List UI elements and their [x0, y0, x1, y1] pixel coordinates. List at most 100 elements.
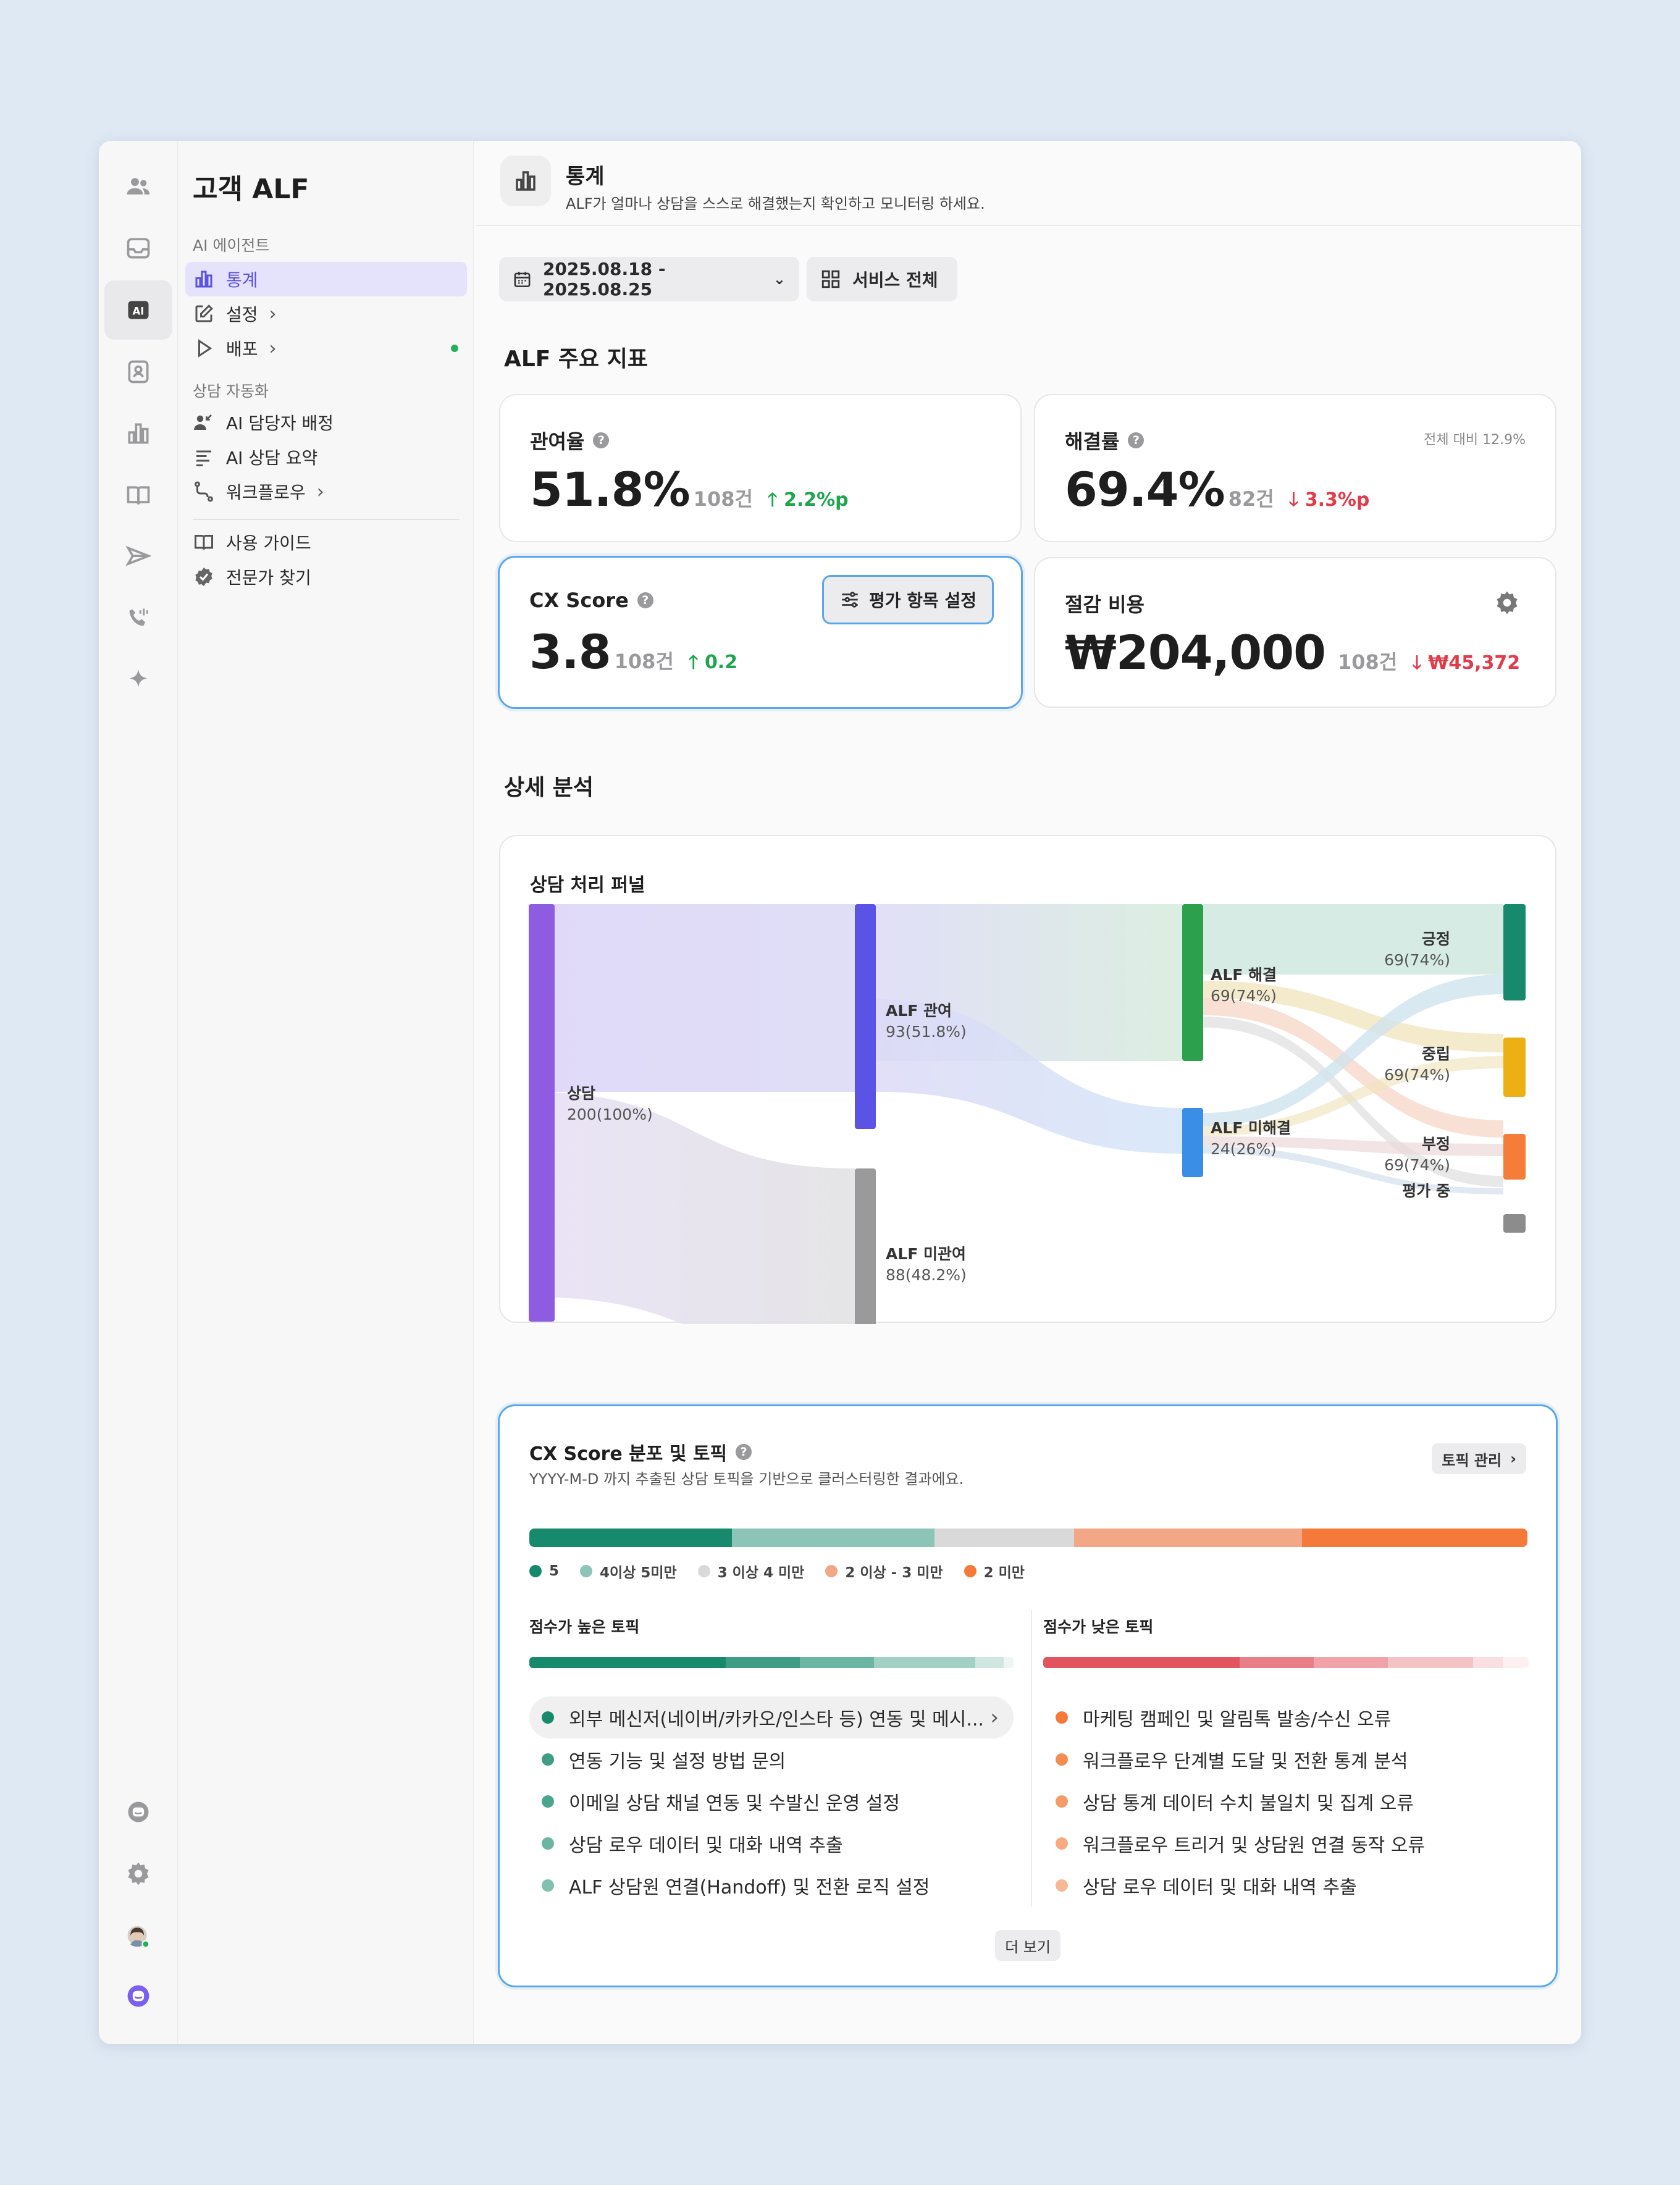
- play-icon: [198, 339, 212, 358]
- cx-dist-subtitle: YYYY-M-D 까지 추출된 상담 토픽을 기반으로 클러스터링한 결과에요.: [529, 1470, 964, 1488]
- settings-nav-icon[interactable]: [104, 1844, 172, 1903]
- contacts-nav-icon[interactable]: [104, 342, 172, 401]
- detail-section-title: 상세 분석: [504, 775, 594, 800]
- customers-nav-icon[interactable]: [104, 157, 172, 216]
- kpi-card-resolution: 해결률? 전체 대비 12.9% 69.4%82건🡓 3.3%p: [1034, 394, 1556, 542]
- distribution-segment: [529, 1529, 733, 1547]
- topic-item[interactable]: 워크플로우 단계별 도달 및 전환 통계 분석: [1043, 1738, 1529, 1780]
- topic-label: 상담 통계 데이터 수치 불일치 및 집계 오류: [1083, 1793, 1414, 1814]
- topic-dot: [542, 1753, 554, 1766]
- more-button[interactable]: 더 보기: [995, 1930, 1060, 1961]
- sliders-icon: [842, 592, 858, 608]
- person-assign-icon: [194, 414, 212, 430]
- topic-item[interactable]: 외부 메신저(네이버/카카오/인스타 등) 연동 및 메시...›: [529, 1696, 1014, 1738]
- sidebar-item-guide[interactable]: 사용 가이드: [185, 525, 467, 560]
- node-bar-negative: [1503, 1134, 1526, 1180]
- sidebar-item-settings[interactable]: 설정 ›: [185, 296, 467, 331]
- help-icon[interactable]: ?: [736, 1444, 752, 1460]
- sidebar-item-expert[interactable]: 전문가 찾기: [185, 560, 467, 594]
- service-filter-label: 서비스 전체: [852, 270, 938, 290]
- legend-label: 5: [549, 1563, 560, 1579]
- topic-label: ALF 상담원 연결(Handoff) 및 전환 로직 설정: [569, 1877, 930, 1898]
- send-nav-icon[interactable]: [104, 527, 172, 587]
- service-filter-button[interactable]: 서비스 전체: [807, 257, 957, 301]
- help-icon[interactable]: ?: [637, 592, 653, 608]
- app-window: AI 고객 ALF: [99, 141, 1581, 2044]
- kpi-label: 해결률?: [1065, 426, 1144, 455]
- chat-nav-icon[interactable]: [104, 1782, 172, 1842]
- topic-item[interactable]: 이메일 상담 채널 연동 및 수발신 운영 설정: [529, 1780, 1014, 1822]
- kpi-count: 82건: [1228, 487, 1274, 511]
- low-topics-title: 점수가 낮은 토픽: [1043, 1618, 1154, 1636]
- column-divider: [1031, 1610, 1032, 1906]
- avatar[interactable]: [104, 1907, 172, 1966]
- topic-label: 워크플로우 단계별 도달 및 전환 통계 분석: [1083, 1751, 1408, 1772]
- calendar-icon: [514, 272, 531, 287]
- help-icon[interactable]: ?: [593, 432, 610, 448]
- sidebar-item-ai-summary[interactable]: AI 상담 요약: [185, 440, 467, 474]
- topic-item[interactable]: 상담 통계 데이터 수치 불일치 및 집계 오류: [1043, 1780, 1529, 1822]
- sidebar: 고객 ALF AI 에이전트 통계 설정 › 배포 › 상담 자동화 AI 담당…: [178, 141, 474, 2044]
- topic-dot: [1056, 1753, 1068, 1766]
- node-bar-positive: [1503, 904, 1526, 1000]
- help-icon[interactable]: ?: [1128, 432, 1144, 448]
- legend-item: 5: [529, 1561, 559, 1582]
- sidebar-item-deploy[interactable]: 배포 ›: [185, 331, 467, 366]
- sidebar-item-label: 배포: [226, 339, 258, 359]
- docs-nav-icon[interactable]: [104, 466, 172, 525]
- inbox-nav-icon[interactable]: [104, 219, 172, 278]
- gear-icon[interactable]: [1493, 589, 1521, 616]
- bar-chart-icon: [195, 271, 212, 288]
- topic-item[interactable]: 상담 로우 데이터 및 대화 내역 추출: [529, 1822, 1014, 1864]
- sidebar-item-label: AI 담당자 배정: [226, 413, 334, 434]
- kpi-count: 108건: [614, 650, 674, 673]
- brand-logo-icon[interactable]: [104, 1966, 172, 2026]
- chevron-right-icon: ›: [269, 303, 277, 325]
- date-range-value: 2025.08.18 - 2025.08.25: [542, 259, 666, 300]
- sidebar-item-label: 통계: [226, 270, 258, 290]
- section-automation: 상담 자동화: [193, 382, 269, 400]
- flow-consult-to-involved: [529, 904, 855, 1092]
- topic-label: 워크플로우 트리거 및 상담원 연결 동작 오류: [1083, 1835, 1426, 1856]
- eval-settings-label: 평가 항목 설정: [868, 590, 977, 611]
- topic-item[interactable]: 마케팅 캠페인 및 알림톡 발송/수신 오류: [1043, 1696, 1529, 1738]
- sidebar-item-workflow[interactable]: 워크플로우 ›: [185, 474, 467, 509]
- ai-nav-icon[interactable]: AI: [104, 280, 172, 340]
- sidebar-item-ai-assign[interactable]: AI 담당자 배정: [185, 405, 467, 440]
- topic-dot: [1056, 1711, 1068, 1724]
- node-bar-resolved: [1182, 904, 1203, 1061]
- flow-resolved-to-positive: [1203, 904, 1503, 975]
- topic-manage-button[interactable]: 토픽 관리›: [1432, 1443, 1526, 1474]
- score-distribution-bar: [529, 1529, 1527, 1547]
- topic-item[interactable]: 연동 기능 및 설정 방법 문의: [529, 1738, 1014, 1780]
- stats-nav-icon[interactable]: [104, 404, 172, 463]
- date-range-picker[interactable]: 2025.08.18 - 2025.08.25 ⌄: [499, 257, 799, 301]
- topic-dot: [542, 1837, 554, 1850]
- svg-text:AI: AI: [133, 305, 145, 317]
- high-topics-title: 점수가 높은 토픽: [529, 1618, 640, 1636]
- kpi-section-title: ALF 주요 지표: [504, 346, 648, 372]
- topic-item[interactable]: ALF 상담원 연결(Handoff) 및 전환 로직 설정: [529, 1864, 1014, 1906]
- legend-item: 4이상 5미만: [580, 1561, 677, 1582]
- flow-resolved-to-neutral: [1203, 981, 1503, 1052]
- phone-nav-icon[interactable]: [104, 589, 172, 648]
- summary-lines-icon: [196, 450, 211, 466]
- topic-item[interactable]: 워크플로우 트리거 및 상담원 연결 동작 오류: [1043, 1822, 1529, 1864]
- eval-settings-button[interactable]: 평가 항목 설정: [822, 575, 994, 624]
- sidebar-item-stats[interactable]: 통계: [185, 262, 467, 296]
- kpi-change: 🡓 3.3%p: [1288, 489, 1370, 511]
- kpi-label: 절감 비용: [1065, 593, 1144, 616]
- low-topics-bar: [1043, 1657, 1529, 1668]
- topic-item[interactable]: 상담 로우 데이터 및 대화 내역 추출: [1043, 1864, 1529, 1906]
- topic-dot: [1056, 1879, 1068, 1892]
- distribution-segment: [934, 1529, 1075, 1547]
- main-content: 통계 ALF가 얼마나 상담을 스스로 해결했는지 확인하고 모니터링 하세요.…: [476, 141, 1581, 2044]
- legend-dot: [529, 1565, 542, 1577]
- sparkle-nav-icon[interactable]: [104, 651, 172, 710]
- distribution-segment: [1301, 1529, 1527, 1547]
